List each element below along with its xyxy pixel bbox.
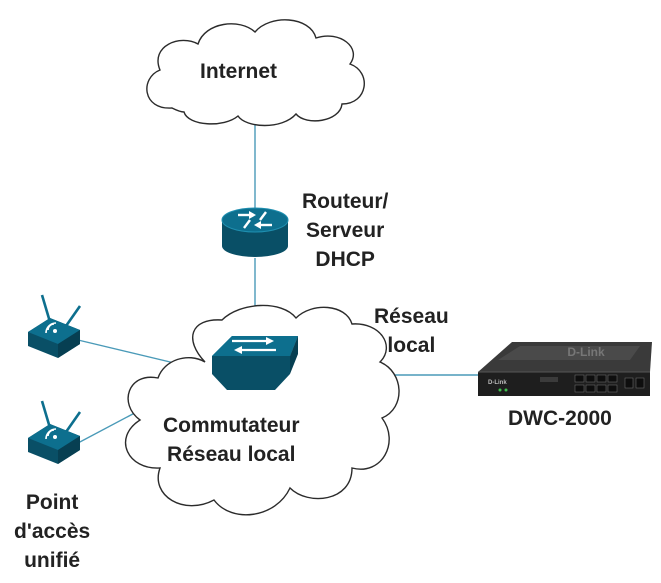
router-icon [221, 207, 289, 257]
lan-cloud [124, 304, 400, 516]
router-label-line-1: Routeur/ [302, 190, 389, 213]
access-point-label-line-3: unifié [24, 549, 81, 572]
router-label: Routeur/ Serveur DHCP [302, 187, 388, 274]
wireless-controller-icon: D-Link D-Link [478, 342, 652, 396]
controller-label-text: DWC-2000 [508, 407, 612, 430]
internet-label-text: Internet [200, 60, 278, 83]
switch-label-line-1: Commutateur [163, 414, 300, 437]
controller-brand: D-Link [567, 345, 605, 359]
controller-label: DWC-2000 [508, 404, 612, 433]
access-point-label-line-2: d'accès [14, 520, 91, 543]
wireless-access-point-icon [28, 400, 82, 464]
switch-label-line-2: Réseau local [167, 443, 296, 466]
router-label-line-3: DHCP [315, 248, 375, 271]
internet-cloud [146, 19, 365, 127]
router-label-line-2: Serveur [306, 219, 385, 242]
wireless-access-point-icon [28, 294, 82, 358]
lan-link-label-line-2: local [387, 334, 436, 357]
access-point-label: Point d'accès unifié [14, 488, 90, 575]
controller-front-brand: D-Link [488, 380, 507, 386]
lan-link-label: Réseau local [374, 302, 449, 360]
lan-link-label-line-1: Réseau [374, 305, 449, 328]
access-point-label-line-1: Point [25, 491, 79, 514]
switch-icon [212, 336, 298, 390]
internet-label: Internet [200, 57, 277, 86]
switch-label: Commutateur Réseau local [163, 411, 300, 469]
